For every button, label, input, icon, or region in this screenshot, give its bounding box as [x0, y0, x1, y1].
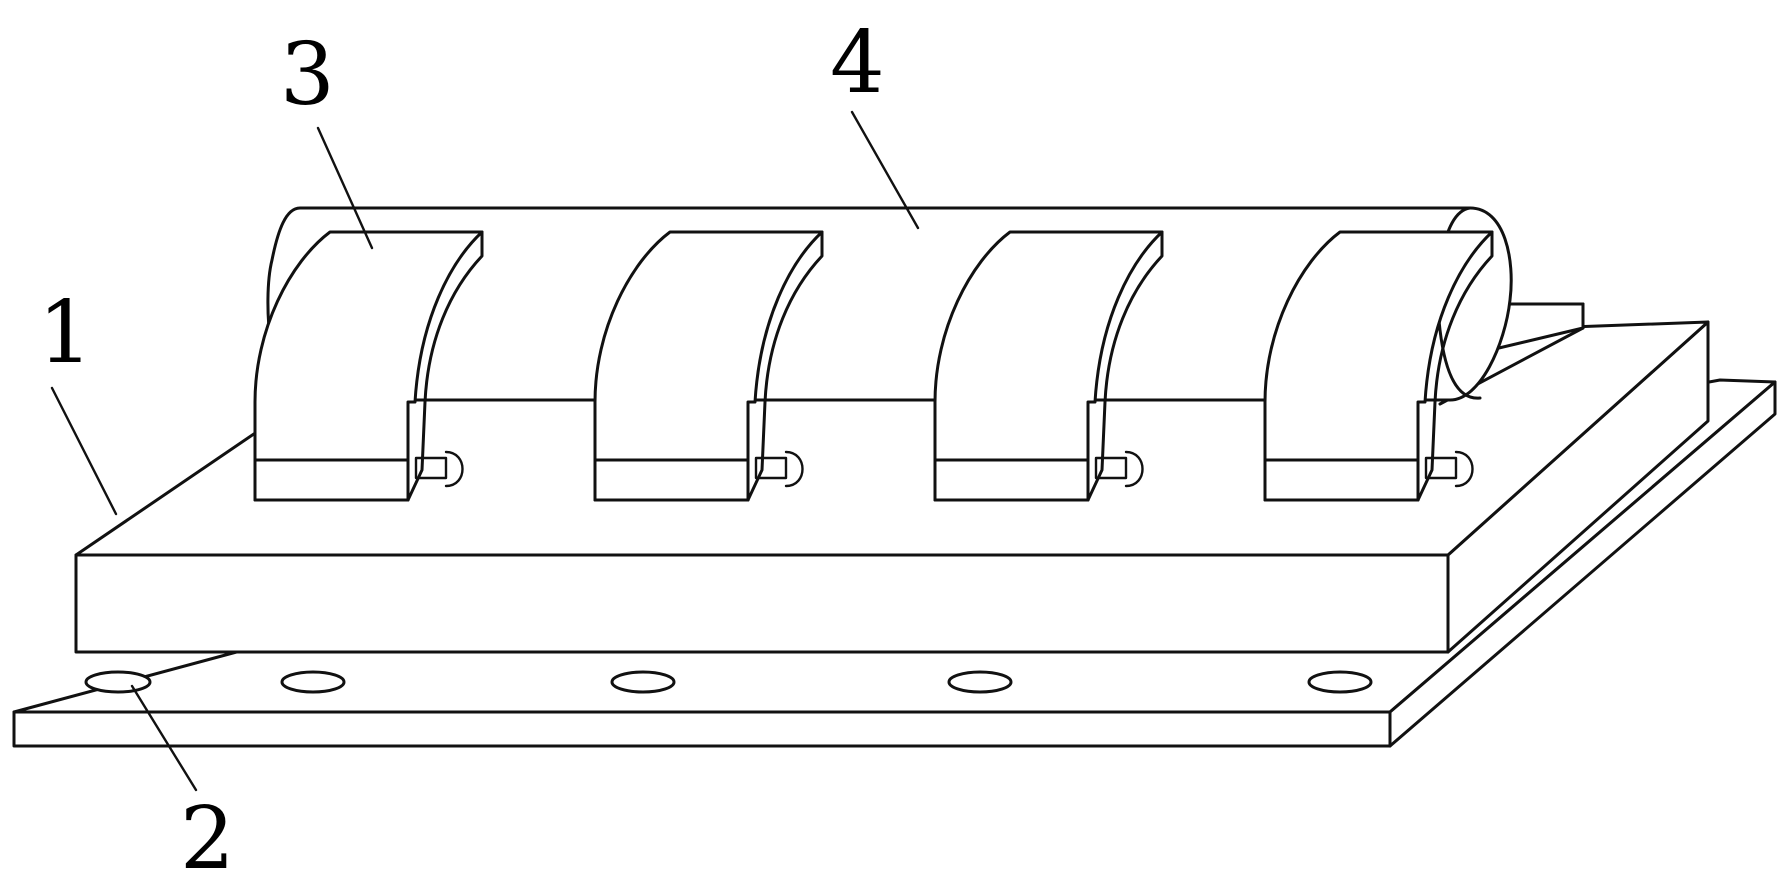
leader-line-2	[130, 684, 198, 792]
mounting-hole	[84, 670, 152, 694]
callout-label-3: 3	[280, 25, 335, 125]
leader-lines	[50, 110, 920, 792]
callout-label-2: 2	[180, 789, 235, 876]
mounting-hole	[610, 670, 676, 694]
clamp-bolt	[754, 450, 804, 488]
mounting-hole	[947, 670, 1013, 694]
clamp-4	[1263, 230, 1494, 502]
leader-line-1	[50, 386, 118, 516]
callout-label-1: 1	[38, 283, 93, 383]
tube-body	[266, 206, 1513, 402]
clamp-3	[933, 230, 1164, 502]
clamp-bolt	[1424, 450, 1474, 488]
mounting-hole	[1307, 670, 1373, 694]
clamp-2	[593, 230, 824, 502]
clamp-1	[253, 230, 484, 502]
base-plate-front-face	[12, 710, 1392, 748]
main-block-front-face	[74, 553, 1450, 654]
clamp-bolt	[414, 450, 464, 488]
leader-line-4	[850, 110, 920, 230]
base-plate-right-face	[1388, 380, 1777, 748]
callout-label-4: 4	[830, 13, 885, 113]
leader-line-3	[316, 126, 374, 250]
callout-labels: 1 2 3 4	[38, 13, 885, 876]
clamp-bolt	[1094, 450, 1144, 488]
mounting-hole	[280, 670, 346, 694]
